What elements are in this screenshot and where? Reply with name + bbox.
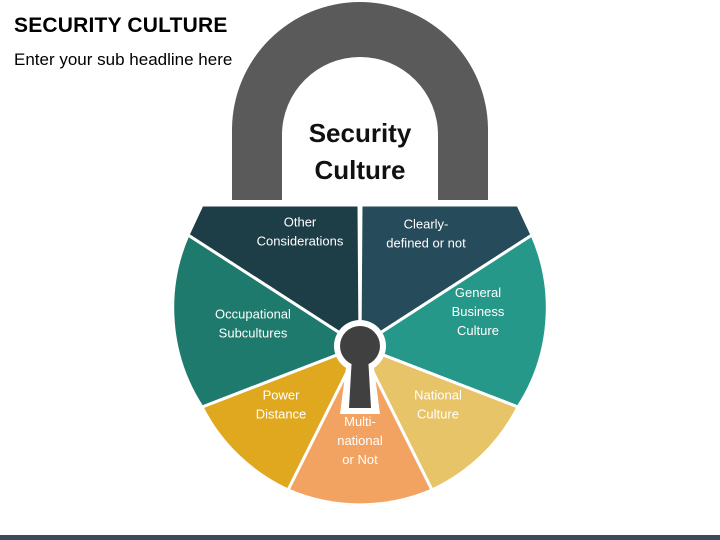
segment-power-distance-wedge	[200, 344, 362, 492]
segment-multinational-label: national	[337, 433, 383, 448]
segment-general-business-culture-label: Business	[452, 304, 505, 319]
segment-clearly-defined-label: Clearly-	[404, 217, 449, 232]
segment-occupational-subcultures-label: Subcultures	[219, 326, 288, 341]
segment-multinational: Multi-national or Not	[286, 344, 434, 507]
center-title-line1: Security	[309, 118, 412, 148]
segment-multinational-label: or Not	[342, 452, 378, 467]
segment-occupational-subcultures-wedge	[171, 233, 362, 409]
segment-national-culture-label: National	[414, 388, 462, 403]
center-title-line2: Culture	[315, 155, 406, 185]
segment-clearly-defined: Clearly-defined or not	[358, 203, 534, 348]
segment-multinational-wedge	[286, 344, 434, 507]
segment-power-distance-label: Power	[263, 388, 301, 403]
footer-bar	[0, 535, 720, 540]
segment-national-culture-label: Culture	[417, 407, 459, 422]
segment-general-business-culture-label: Culture	[457, 323, 499, 338]
page-title: SECURITY CULTURE	[14, 14, 228, 37]
segment-power-distance-label: Distance	[256, 407, 307, 422]
segment-other-considerations-label: Considerations	[257, 234, 344, 249]
segment-occupational-subcultures-label: Occupational	[215, 307, 291, 322]
segment-multinational-label: Multi-	[344, 414, 376, 429]
lock-shackle	[232, 2, 488, 200]
segment-national-culture-wedge	[358, 344, 520, 492]
segment-other-considerations-label: Other	[284, 215, 317, 230]
keyhole-icon	[334, 320, 386, 414]
segment-general-business-culture-label: General	[455, 285, 501, 300]
segment-clearly-defined-label: defined or not	[386, 236, 466, 251]
page-subtitle: Enter your sub headline here	[14, 50, 233, 69]
